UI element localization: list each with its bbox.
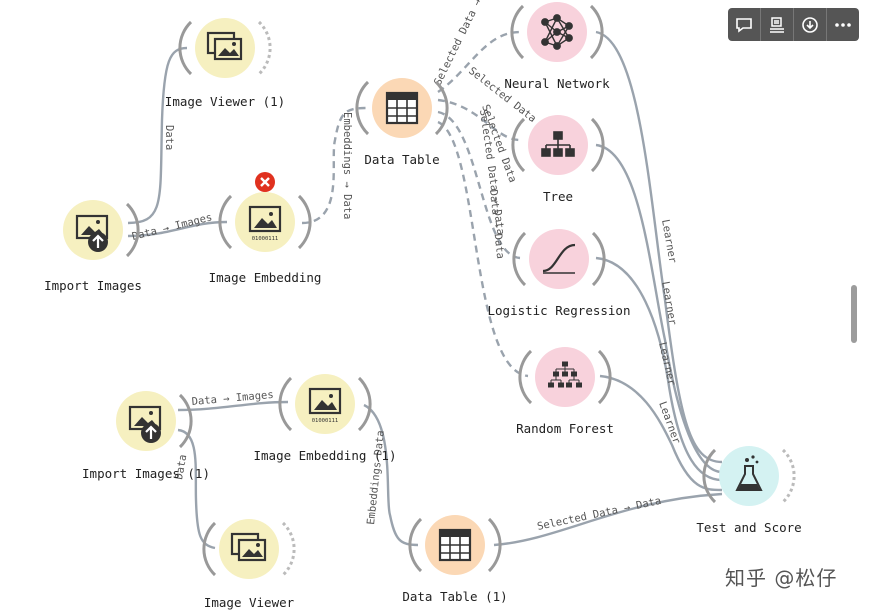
link-import-to-viewer[interactable] bbox=[127, 46, 188, 225]
link-label: Data bbox=[163, 125, 175, 150]
node-import-images-1[interactable]: Import Images (1) bbox=[82, 391, 210, 481]
node-label: Import Images (1) bbox=[82, 466, 210, 481]
canvas-toolbar bbox=[728, 8, 859, 41]
link-label: Learner bbox=[659, 218, 679, 264]
comment-icon bbox=[736, 17, 752, 33]
image-viewer-icon bbox=[206, 31, 243, 61]
import-images-icon bbox=[128, 405, 162, 443]
sigmoid-icon bbox=[542, 243, 576, 274]
node-label: Image Embedding bbox=[209, 270, 322, 285]
node-tree[interactable]: Tree bbox=[511, 115, 605, 204]
node-label: Image Viewer bbox=[204, 595, 295, 610]
download-icon bbox=[802, 16, 818, 33]
node-label: Random Forest bbox=[516, 421, 614, 436]
forest-icon bbox=[548, 361, 582, 388]
embedding-bits: 01000111 bbox=[312, 418, 339, 424]
node-circle bbox=[719, 446, 779, 506]
link-datatable1-to-test[interactable] bbox=[493, 492, 723, 547]
link-logreg-to-test[interactable] bbox=[595, 256, 723, 482]
link-import-to-embedding[interactable] bbox=[127, 220, 228, 238]
image-embedding-icon: 01000111 bbox=[248, 205, 282, 242]
link-label: Embeddings Data bbox=[365, 430, 387, 526]
link-label: Selected Data → Data bbox=[536, 495, 662, 533]
link-label: Data → Data bbox=[487, 189, 506, 259]
vertical-scrollbar[interactable] bbox=[851, 285, 857, 343]
tree-icon bbox=[541, 131, 575, 157]
node-label: Tree bbox=[543, 189, 573, 204]
node-image-viewer-1[interactable]: Image Viewer (1) bbox=[165, 18, 285, 109]
node-image-embedding-1[interactable]: 01000111 Image Embedding (1) bbox=[254, 374, 397, 463]
more-icon bbox=[835, 22, 851, 27]
table-icon bbox=[385, 91, 419, 125]
node-test-and-score[interactable]: Test and Score bbox=[696, 446, 802, 535]
link-label: Data bbox=[173, 454, 189, 481]
link-datatable-to-forest[interactable] bbox=[437, 120, 529, 378]
node-circle bbox=[535, 347, 595, 407]
download-button[interactable] bbox=[794, 8, 827, 41]
node-import-images[interactable]: Import Images bbox=[44, 200, 142, 293]
link-label: Embeddings → Data bbox=[341, 112, 353, 219]
node-label: Test and Score bbox=[696, 520, 801, 535]
node-neural-network[interactable]: Neural Network bbox=[504, 2, 610, 91]
node-image-embedding[interactable]: 01000111 Image Embedding bbox=[209, 172, 322, 285]
link-datatable-to-logreg[interactable] bbox=[437, 110, 521, 260]
flask-icon bbox=[735, 455, 763, 491]
node-logistic-regression[interactable]: Logistic Regression bbox=[488, 229, 631, 318]
more-button[interactable] bbox=[827, 8, 859, 41]
link-embedding1-to-datatable1[interactable] bbox=[363, 403, 419, 547]
import-images-icon bbox=[75, 214, 109, 252]
notes-button[interactable] bbox=[761, 8, 794, 41]
comment-button[interactable] bbox=[728, 8, 761, 41]
node-data-table[interactable]: Data Table bbox=[355, 78, 449, 167]
watermark: 知乎 @松仔 bbox=[725, 566, 838, 590]
link-datatable-to-nn[interactable] bbox=[437, 30, 521, 93]
image-viewer-icon bbox=[230, 532, 267, 562]
link-nn-to-test[interactable] bbox=[595, 30, 723, 464]
link-label: Data → Images bbox=[131, 211, 214, 243]
neural-network-icon bbox=[541, 14, 573, 50]
link-embedding-to-datatable[interactable] bbox=[301, 106, 368, 225]
table-icon bbox=[438, 528, 472, 562]
node-label: Data Table (1) bbox=[402, 589, 507, 604]
node-label: Import Images bbox=[44, 278, 142, 293]
node-label: Logistic Regression bbox=[488, 303, 631, 318]
node-label: Image Embedding (1) bbox=[254, 448, 397, 463]
node-random-forest[interactable]: Random Forest bbox=[516, 347, 614, 436]
image-embedding-icon: 01000111 bbox=[308, 387, 342, 424]
node-image-viewer[interactable]: Image Viewer bbox=[202, 519, 296, 610]
node-label: Data Table bbox=[364, 152, 439, 167]
node-circle bbox=[529, 229, 589, 289]
node-label: Image Viewer (1) bbox=[165, 94, 285, 109]
node-data-table-1[interactable]: Data Table (1) bbox=[402, 515, 508, 604]
notes-icon bbox=[770, 16, 784, 33]
error-icon[interactable] bbox=[255, 172, 275, 192]
node-label: Neural Network bbox=[504, 76, 610, 91]
link-tree-to-test[interactable] bbox=[595, 143, 723, 474]
embedding-bits: 01000111 bbox=[252, 236, 279, 242]
